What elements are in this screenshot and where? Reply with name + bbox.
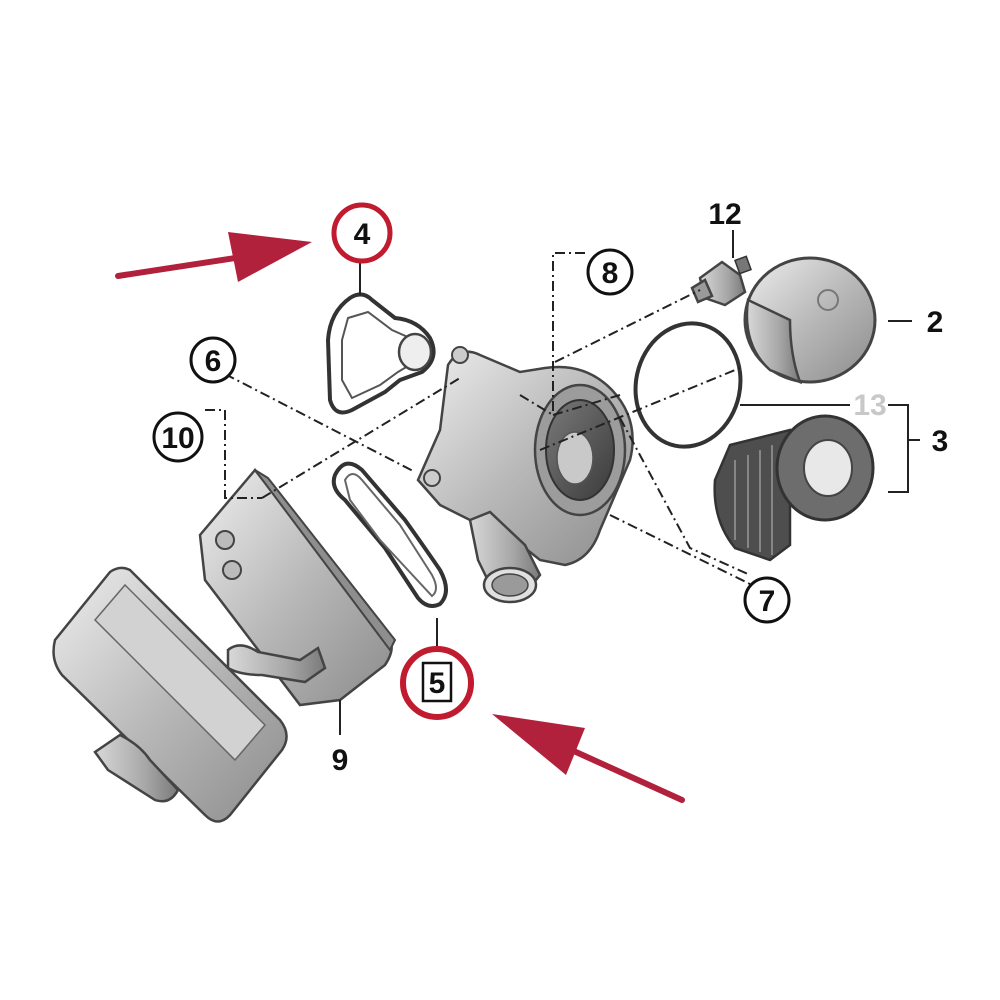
callout-label-9: 9 — [332, 744, 349, 777]
filter-cover-part-2 — [743, 256, 877, 385]
leader-lines — [205, 230, 920, 735]
arrow-to-part-4 — [115, 232, 312, 282]
callout-label-13: 13 — [853, 389, 886, 422]
o-ring-part-7 — [633, 321, 743, 449]
callout-label-3: 3 — [932, 425, 949, 458]
oil-sensor-part-12 — [690, 255, 752, 307]
gasket-part-4 — [325, 292, 436, 415]
callout-label-4: 4 — [354, 218, 371, 251]
callout-6: 6 — [189, 336, 237, 384]
callout-label-6: 6 — [205, 345, 222, 378]
callout-13: 13 — [853, 389, 886, 422]
callout-label-2: 2 — [927, 306, 944, 339]
arrow-to-part-5 — [492, 714, 685, 803]
callout-label-5: 5 — [429, 667, 446, 700]
gasket-part-5 — [331, 461, 448, 608]
callout-2: 2 — [927, 306, 944, 339]
callout-label-10: 10 — [161, 422, 194, 455]
callout-9: 9 — [332, 744, 349, 777]
highlight-circle-5 — [400, 646, 474, 720]
callout-label-12: 12 — [708, 198, 741, 231]
oil-cooler — [198, 468, 397, 707]
callout-8: 8 — [586, 248, 634, 296]
callout-7: 7 — [743, 576, 791, 624]
callout-5: 5 — [400, 646, 474, 720]
callout-10: 10 — [152, 411, 204, 463]
callout-label-7: 7 — [759, 585, 776, 618]
oil-filter-housing — [416, 346, 634, 604]
callout-label-8: 8 — [602, 257, 619, 290]
callout-3: 3 — [932, 425, 949, 458]
callout-12: 12 — [708, 198, 741, 231]
filter-element-part-3 — [713, 414, 875, 562]
highlight-circle-4 — [331, 202, 393, 264]
callout-4: 4 — [331, 202, 393, 264]
oil-cooler-cover — [52, 566, 288, 823]
